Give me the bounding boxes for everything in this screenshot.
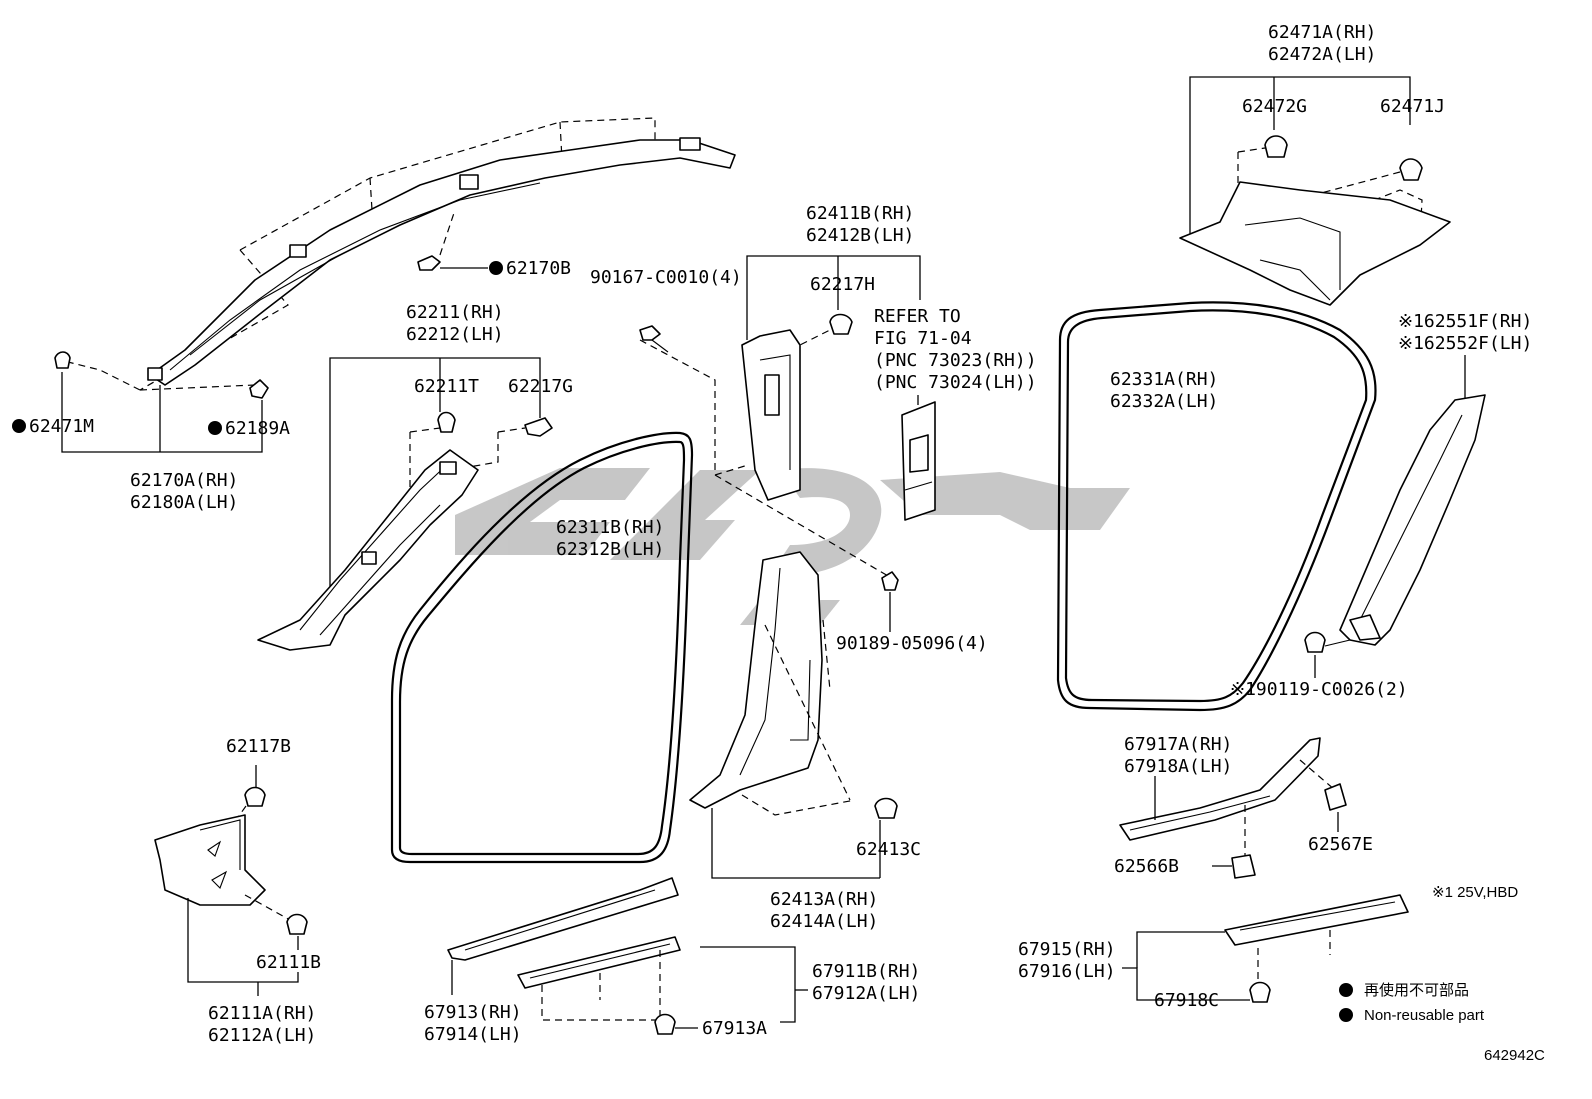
label-refer-2: FIG 71-04 xyxy=(874,328,972,349)
label-62170a: 62170A(RH) xyxy=(130,470,238,491)
label-62566b: 62566B xyxy=(1114,856,1179,877)
label-62413a: 62413A(RH) xyxy=(770,889,878,910)
label-62111b: 62111B xyxy=(256,952,321,973)
legend-nonreusable-en: Non-reusable part xyxy=(1364,1007,1485,1024)
label-62212: 62212(LH) xyxy=(406,324,504,345)
clip-62189a xyxy=(249,379,269,399)
label-62471a: 62471A(RH) xyxy=(1268,22,1376,43)
label-refer-4: (PNC 73024(LH)) xyxy=(874,372,1037,393)
label-67914: 67914(LH) xyxy=(424,1024,522,1045)
label-62217h: 62217H xyxy=(810,274,875,295)
legend: 再使用不可部品 Non-reusable part xyxy=(1339,982,1485,1024)
part-seatbelt-cover-refer xyxy=(901,395,936,521)
part-62413a-center-pillar-lower xyxy=(689,551,898,879)
label-refer-1: REFER TO xyxy=(874,306,961,327)
part-62551f-quarter-pillar xyxy=(1304,355,1486,678)
label-67913a: 67913A xyxy=(702,1018,767,1039)
label-62567e: 62567E xyxy=(1308,834,1373,855)
label-62311b: 62311B(RH) xyxy=(556,517,664,538)
label-62471j: 62471J xyxy=(1380,96,1445,117)
label-90119: ※190119-C0026(2) xyxy=(1230,679,1408,700)
part-62411b-center-pillar-upper xyxy=(639,255,921,632)
part-67913-scuff-plate xyxy=(447,877,679,995)
label-62112a: 62112A(LH) xyxy=(208,1025,316,1046)
part-62471a-quarter-trim xyxy=(1179,76,1451,306)
label-62551f: ※162551F(RH) xyxy=(1398,311,1532,332)
part-62311b-door-weatherstrip xyxy=(390,431,694,864)
part-62331a-rear-weatherstrip xyxy=(1056,301,1377,712)
label-62472a: 62472A(LH) xyxy=(1268,44,1376,65)
clip-62170b xyxy=(417,255,488,271)
label-62472g: 62472G xyxy=(1242,96,1307,117)
label-62332a: 62332A(LH) xyxy=(1110,391,1218,412)
label-note-25v: ※1 25V,HBD xyxy=(1432,884,1518,901)
label-67913: 67913(RH) xyxy=(424,1002,522,1023)
label-62117b: 62117B xyxy=(226,736,291,757)
label-67916: 67916(LH) xyxy=(1018,961,1116,982)
label-90167: 90167-C0010(4) xyxy=(590,267,742,288)
part-67917a-rear-scuff-plate xyxy=(1119,737,1347,879)
label-62312b: 62312B(LH) xyxy=(556,539,664,560)
label-62170b: 62170B xyxy=(506,258,571,279)
label-62189a: 62189A xyxy=(225,418,290,439)
label-refer-3: (PNC 73023(RH)) xyxy=(874,350,1037,371)
label-62217g: 62217G xyxy=(508,376,573,397)
label-62411b: 62411B(RH) xyxy=(806,203,914,224)
label-62413c: 62413C xyxy=(856,839,921,860)
label-67918a: 67918A(LH) xyxy=(1124,756,1232,777)
label-62180a: 62180A(LH) xyxy=(130,492,238,513)
figure-id: 642942C xyxy=(1484,1047,1545,1064)
label-62111a: 62111A(RH) xyxy=(208,1003,316,1024)
legend-dot-jp xyxy=(1339,983,1353,997)
label-67915: 67915(RH) xyxy=(1018,939,1116,960)
part-62211-front-pillar-garnish xyxy=(257,357,553,651)
part-67911b-scuff-plate-inner xyxy=(517,936,808,1035)
clip-62471m xyxy=(54,351,71,369)
label-67911b: 67911B(RH) xyxy=(812,961,920,982)
part-67915-rear-scuff-plate-inner xyxy=(1122,894,1409,1003)
callout-labels: 62471A(RH) 62472A(LH) 62472G 62471J 6217… xyxy=(29,22,1532,1046)
label-62331a: 62331A(RH) xyxy=(1110,369,1218,390)
label-90189: 90189-05096(4) xyxy=(836,633,988,654)
label-62412b: 62412B(LH) xyxy=(806,225,914,246)
label-67912a: 67912A(LH) xyxy=(812,983,920,1004)
legend-nonreusable-jp: 再使用不可部品 xyxy=(1364,982,1469,999)
label-62552f: ※162552F(LH) xyxy=(1398,333,1532,354)
part-62170a-roof-rail-garnish xyxy=(59,117,736,391)
label-62211: 62211(RH) xyxy=(406,302,504,323)
label-67917a: 67917A(RH) xyxy=(1124,734,1232,755)
part-62111a-cowl-side-trim xyxy=(154,765,308,996)
label-62414a: 62414A(LH) xyxy=(770,911,878,932)
label-62211t: 62211T xyxy=(414,376,479,397)
label-62471m: 62471M xyxy=(29,416,94,437)
label-67918c: 67918C xyxy=(1154,990,1219,1011)
legend-dot-en xyxy=(1339,1008,1353,1022)
